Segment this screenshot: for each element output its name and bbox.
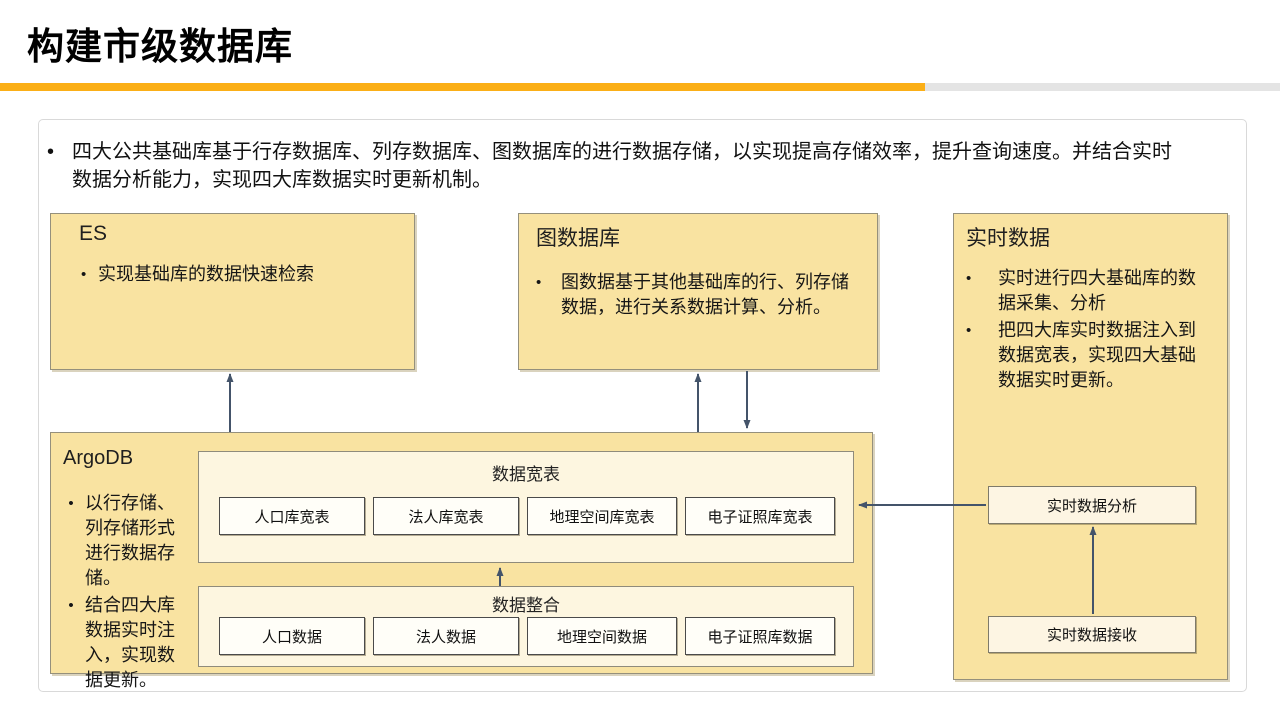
bullet-dot: • <box>966 322 972 339</box>
realtime-box-title: 实时数据 <box>966 227 1050 250</box>
bullet-dot: • <box>68 495 74 512</box>
argodb-bullet-1: • 以行存储、列存储形式进行数据存储。 <box>57 491 197 591</box>
bullet-dot: • <box>81 266 87 283</box>
integration-legal-entity: 法人数据 <box>373 617 519 655</box>
bullet-dot: • <box>47 141 55 163</box>
argodb-bullets: • 以行存储、列存储形式进行数据存储。 • 结合四大库数据实时注入，实现数据更新… <box>57 489 197 693</box>
graph-db-box-title: 图数据库 <box>536 227 620 250</box>
data-integration-row: 人口数据 法人数据 地理空间数据 电子证照库数据 <box>219 617 835 655</box>
realtime-analysis-node: 实时数据分析 <box>988 486 1196 524</box>
bullet-dot: • <box>966 270 972 287</box>
es-bullet: • 实现基础库的数据快速检索 <box>81 262 404 287</box>
bullet-dot: • <box>68 597 74 614</box>
wide-table-geospatial: 地理空间库宽表 <box>527 497 677 535</box>
page-title: 构建市级数据库 <box>27 26 293 67</box>
integration-population: 人口数据 <box>219 617 365 655</box>
realtime-bullet-2-text: 把四大库实时数据注入到数据宽表，实现四大基础数据实时更新。 <box>998 320 1196 390</box>
wide-table-certificate: 电子证照库宽表 <box>685 497 835 535</box>
wide-table-row: 人口库宽表 法人库宽表 地理空间库宽表 电子证照库宽表 <box>219 497 835 535</box>
integration-geospatial: 地理空间数据 <box>527 617 677 655</box>
bullet-dot: • <box>536 274 542 291</box>
wide-table-legal-entity: 法人库宽表 <box>373 497 519 535</box>
realtime-bullet-1: • 实时进行四大基础库的数据采集、分析 <box>966 266 1219 316</box>
realtime-receive-node: 实时数据接收 <box>988 616 1196 653</box>
es-box-title: ES <box>79 222 108 245</box>
data-integration-header: 数据整合 <box>492 596 560 615</box>
intro-bullet-text: 四大公共基础库基于行存数据库、列存数据库、图数据库的进行数据存储，以实现提高存储… <box>72 141 1172 191</box>
title-accent-bar-gray <box>925 83 1280 91</box>
wide-table-container: 数据宽表 人口库宽表 法人库宽表 地理空间库宽表 电子证照库宽表 <box>198 451 854 563</box>
realtime-bullet-1-text: 实时进行四大基础库的数据采集、分析 <box>998 268 1196 313</box>
graph-db-box: 图数据库 • 图数据基于其他基础库的行、列存储数据，进行关系数据计算、分析。 <box>518 213 878 370</box>
argodb-bullet-2-text: 结合四大库数据实时注入，实现数据更新。 <box>85 595 175 690</box>
argodb-box: ArgoDB • 以行存储、列存储形式进行数据存储。 • 结合四大库数据实时注入… <box>50 432 873 690</box>
integration-certificate: 电子证照库数据 <box>685 617 835 655</box>
realtime-data-box: 实时数据 • 实时进行四大基础库的数据采集、分析 • 把四大库实时数据注入到数据… <box>953 213 1228 680</box>
wide-table-population: 人口库宽表 <box>219 497 365 535</box>
argodb-bullet-2: • 结合四大库数据实时注入，实现数据更新。 <box>57 593 197 693</box>
es-box: ES • 实现基础库的数据快速检索 <box>50 213 415 370</box>
realtime-bullet-2: • 把四大库实时数据注入到数据宽表，实现四大基础数据实时更新。 <box>966 318 1219 393</box>
graph-db-bullet: • 图数据基于其他基础库的行、列存储数据，进行关系数据计算、分析。 <box>536 270 867 320</box>
argodb-box-title: ArgoDB <box>63 447 134 469</box>
title-accent-bar <box>0 83 925 91</box>
intro-bullet: • 四大公共基础库基于行存数据库、列存数据库、图数据库的进行数据存储，以实现提高… <box>47 138 1243 194</box>
argodb-bullet-1-text: 以行存储、列存储形式进行数据存储。 <box>85 493 175 588</box>
es-bullet-text: 实现基础库的数据快速检索 <box>98 264 314 284</box>
data-integration-container: 数据整合 人口数据 法人数据 地理空间数据 电子证照库数据 <box>198 586 854 667</box>
graph-db-bullet-text: 图数据基于其他基础库的行、列存储数据，进行关系数据计算、分析。 <box>561 272 849 317</box>
wide-table-header: 数据宽表 <box>492 465 560 484</box>
